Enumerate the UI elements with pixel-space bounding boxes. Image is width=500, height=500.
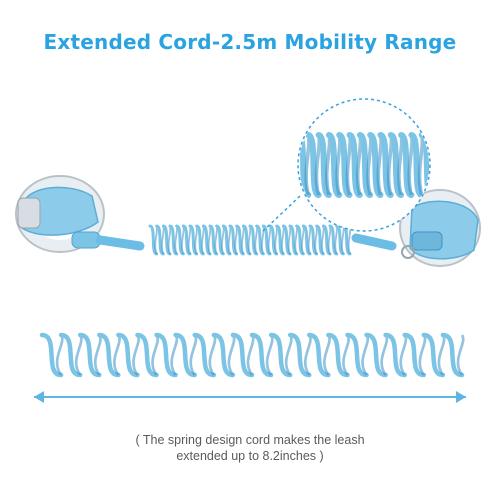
coil-loop [383, 332, 407, 378]
coil-loop-back [334, 225, 338, 255]
coil-loop-back [214, 225, 218, 255]
coiled-cord [148, 224, 352, 256]
left-wrist-strap [15, 175, 105, 253]
coil-loop-back [74, 334, 83, 376]
coil-loop-back [207, 225, 212, 255]
coil-loop-back [284, 334, 293, 376]
coil-loop-back [437, 334, 446, 376]
coil-loop-back [322, 334, 331, 376]
coil-loop [402, 332, 427, 378]
coil-loop-back [287, 225, 292, 255]
coil-loop-back [361, 334, 370, 376]
coil-loop-back [294, 225, 298, 255]
coil-loop-back [321, 225, 325, 255]
coil-loop-back [181, 225, 185, 255]
coil-loop [116, 332, 140, 378]
coil-loop-back [93, 334, 102, 376]
coil-loop [307, 332, 331, 378]
coil-loop-back [221, 225, 225, 255]
coil-loop-back [227, 334, 236, 376]
coil-loop-back [201, 225, 205, 255]
coil-loop-back [112, 334, 121, 376]
coil-loop-back [241, 225, 245, 255]
coil-loop-back [234, 225, 238, 255]
coil-loop-back [151, 334, 160, 376]
coil-loop-back [399, 334, 408, 376]
coil-loop-back [274, 225, 278, 255]
coil-loop-back [167, 225, 172, 255]
coil-loop-back [342, 334, 350, 376]
coil-loop [287, 332, 312, 378]
coil-loop [421, 332, 446, 378]
coil-loop-back [327, 225, 332, 255]
coil-loop-back [174, 225, 178, 255]
coil-loop [77, 332, 102, 378]
coil-loop-back [189, 334, 198, 376]
coil-loop [440, 332, 465, 378]
coil-loop [135, 332, 159, 378]
coil-loop [345, 332, 369, 378]
coil-loop-back [161, 225, 165, 255]
coil-loop [154, 332, 178, 378]
coil-loop [192, 332, 217, 378]
coil-loop [39, 332, 64, 378]
zoom-detail [261, 98, 431, 233]
coil-loop-back [341, 225, 345, 255]
coil-loop-back [380, 334, 389, 376]
coil-loop-back [132, 334, 140, 376]
coil-loop [364, 332, 388, 378]
caption-line-2: extended up to 8.2inches ) [176, 449, 324, 463]
coil-loop-back [267, 225, 272, 255]
coil-loop [97, 332, 121, 378]
coil-loop-back [307, 225, 312, 255]
coil-loop [58, 332, 83, 378]
coil-loop-back [154, 225, 158, 255]
left-connector [95, 235, 145, 251]
coil-loop-back [187, 225, 192, 255]
caption-line-1: ( The spring design cord makes the leash [135, 433, 365, 447]
coil-loop-back [55, 334, 64, 376]
coil-loop-back [347, 225, 352, 255]
coil-loop-back [247, 225, 252, 255]
coil-loop-back [194, 225, 198, 255]
coil-loop-back [208, 334, 217, 376]
coil-loop [173, 332, 197, 378]
coil-loop-back [265, 334, 274, 376]
coil-loop-back [456, 334, 465, 376]
coil-loop-back [418, 334, 427, 376]
caption-text: ( The spring design cord makes the leash… [60, 432, 440, 464]
coil-loop-back [227, 225, 232, 255]
coil-loop [249, 332, 274, 378]
coil-loop [268, 332, 293, 378]
coil-loop [230, 332, 255, 378]
right-connector [351, 233, 397, 251]
stretched-spring-cord [39, 332, 465, 378]
coil-loop-back [254, 225, 258, 255]
coil-loop-back [301, 225, 305, 255]
coil-loop-back [314, 225, 318, 255]
coil-loop-back [246, 334, 255, 376]
coil-loop-back [170, 334, 179, 376]
coil-loop-back [281, 225, 285, 255]
length-arrow [34, 391, 466, 403]
coil-loop-back [303, 334, 312, 376]
coil-loop [326, 332, 350, 378]
headline-title: Extended Cord-2.5m Mobility Range [43, 30, 457, 54]
right-wrist-strap [399, 189, 481, 267]
coil-loop [211, 332, 236, 378]
